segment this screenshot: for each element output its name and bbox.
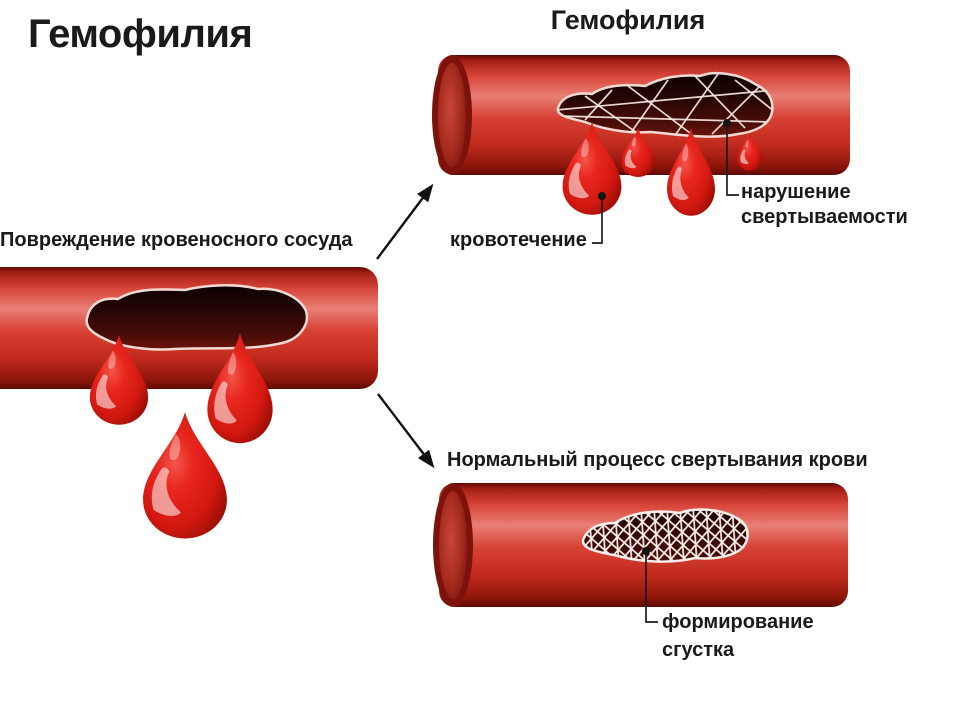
clot-anchor-dot — [642, 547, 650, 555]
clot-formation-label: формирование сгустка — [662, 611, 814, 662]
disorder-anchor-dot — [723, 119, 731, 127]
page-title: Гемофилия — [28, 12, 253, 56]
fibrin-mesh — [582, 508, 749, 563]
broken-fibrin-strands — [557, 73, 773, 136]
damaged-vessel-illustration — [0, 267, 378, 539]
bleeding-label: кровотечение — [450, 229, 587, 251]
normal-clotting-title: Нормальный процесс свертывания крови — [447, 449, 868, 471]
vessel-damage-label: Повреждение кровеносного сосуда — [0, 229, 353, 251]
arrow-to-normal-clotting — [377, 393, 435, 469]
clotting-disorder-label: нарушение свертываемости — [741, 181, 908, 228]
vessel-end-cap-inner — [438, 63, 466, 167]
blood-drop — [143, 412, 227, 539]
blood-clot — [581, 508, 749, 563]
arrow-to-hemophilia — [376, 183, 434, 260]
clot-leader-line — [645, 553, 658, 623]
hemophilia-vessel-illustration — [432, 55, 850, 244]
bleeding-leader-line — [592, 197, 603, 244]
normal-vessel-illustration — [433, 483, 848, 623]
vessel-end-cap-inner — [439, 491, 467, 599]
damaged-vessel-wound — [85, 284, 309, 351]
disorder-leader-line — [726, 126, 739, 196]
bleeding-anchor-dot — [598, 192, 606, 200]
hemophilia-panel-title: Гемофилия — [550, 5, 706, 35]
